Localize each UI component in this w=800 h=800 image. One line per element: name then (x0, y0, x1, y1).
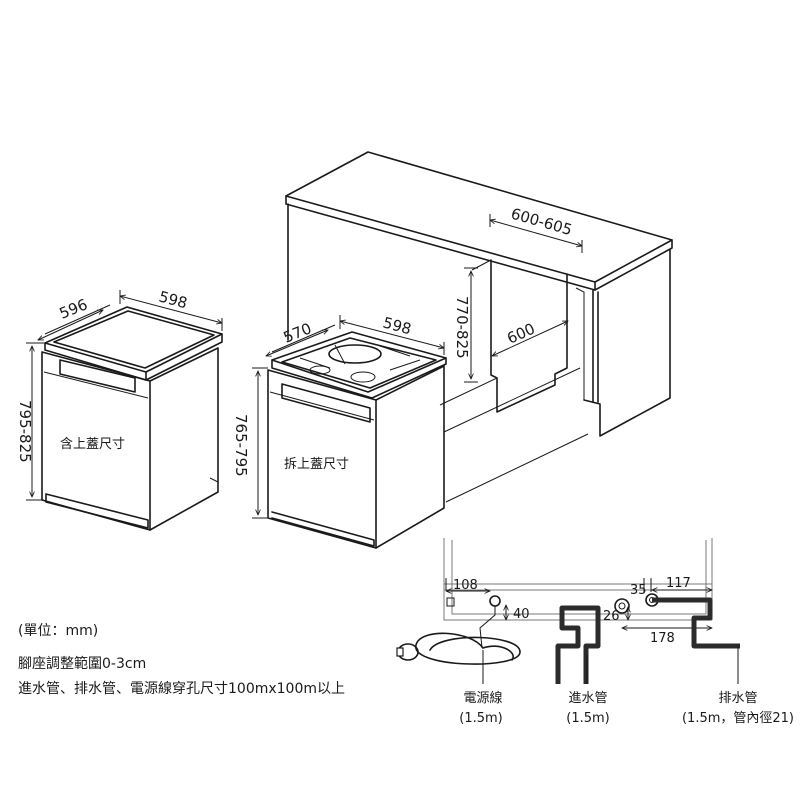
with-lid-label: 含上蓋尺寸 (60, 436, 125, 452)
dishwasher-with-lid (41, 306, 223, 531)
dim-40-label: 40 (513, 607, 530, 622)
cabinet (285, 151, 673, 503)
cabinet-width-label: 600-605 (509, 205, 574, 240)
drain-hose-label: 排水管 (718, 691, 757, 706)
feet-adjust-note: 腳座調整範圍0-3cm (18, 656, 147, 672)
cabinet-depth-label: 600 (504, 320, 537, 348)
mid-width-label: 598 (381, 313, 413, 338)
mid-depth-label: 570 (281, 319, 314, 346)
mid-height-label: 765-795 (232, 414, 250, 477)
cabinet-height-label: 770-825 (453, 296, 471, 359)
dim-108-label: 108 (453, 578, 478, 593)
drain-hose-length: (1.5m，管內徑21) (682, 711, 794, 726)
power-cord-label: 電源線 (463, 690, 502, 706)
power-cord-length: (1.5m) (459, 711, 502, 726)
dim-26-label: 26 (603, 609, 620, 624)
dim-35-label: 35 (630, 583, 647, 598)
drain-hose (652, 597, 740, 684)
unit-note: (單位：mm) (18, 623, 99, 639)
power-socket-icon (489, 595, 501, 607)
inlet-hose-label: 進水管 (568, 691, 607, 706)
without-lid-label: 拆上蓋尺寸 (284, 457, 349, 472)
inlet-hose (555, 605, 601, 684)
inlet-port-icon (614, 598, 630, 614)
power-cord (396, 632, 521, 684)
left-height-label: 795-825 (16, 400, 34, 463)
dim-117-label: 117 (666, 576, 691, 591)
hole-size-note: 進水管、排水管、電源線穿孔尺寸100mx100m以上 (18, 681, 346, 697)
left-width-label: 598 (157, 287, 189, 312)
countertop (285, 151, 673, 283)
dishwasher-without-lid (267, 331, 447, 549)
inlet-hose-length: (1.5m) (566, 711, 609, 726)
control-strip (59, 359, 136, 393)
dim-178-label: 178 (650, 631, 675, 646)
